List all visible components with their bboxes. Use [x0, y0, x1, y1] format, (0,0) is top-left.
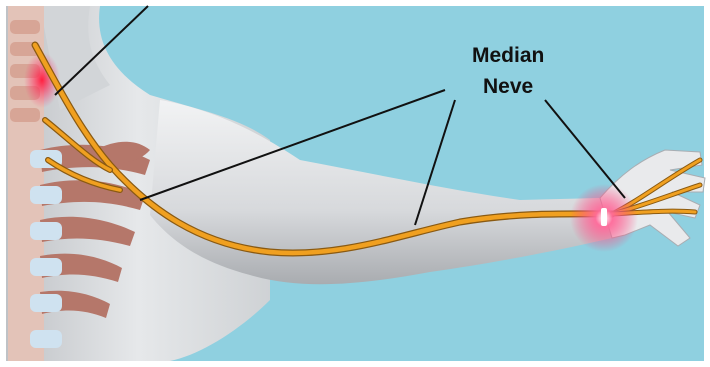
label-median: Median [472, 44, 544, 67]
pain-glow-wrist [570, 184, 638, 252]
label-neve: Neve [483, 75, 533, 98]
